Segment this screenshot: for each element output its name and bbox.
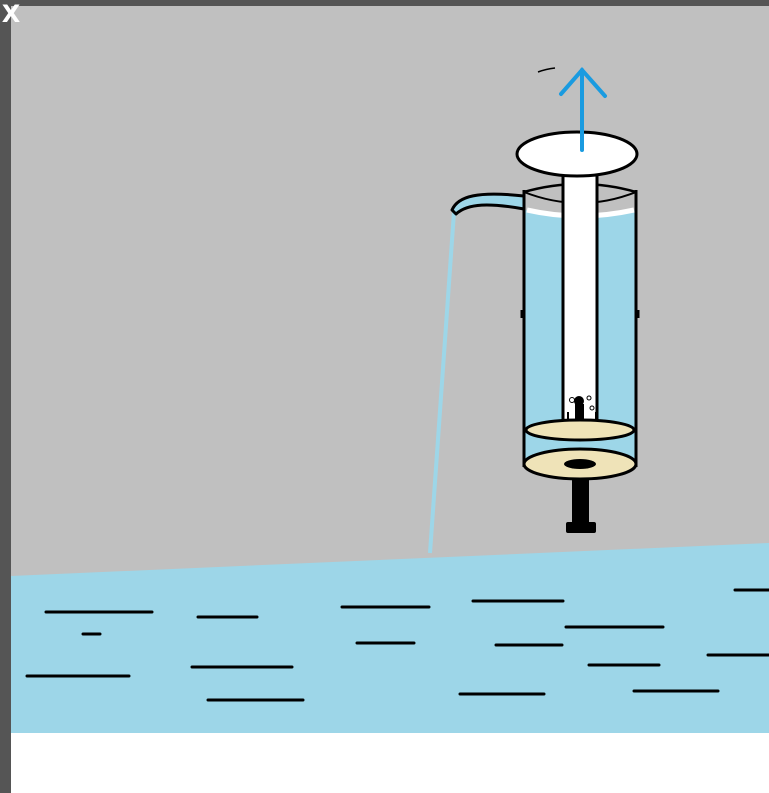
window-frame-left	[0, 0, 11, 793]
arrow-up-icon	[559, 66, 607, 152]
plunger-handle	[515, 130, 639, 178]
ground-white	[11, 733, 769, 793]
pump-illustration	[11, 6, 769, 793]
air-bubble	[569, 397, 575, 403]
water-ripples	[25, 588, 769, 702]
pond-water	[11, 543, 769, 733]
piston-rod	[561, 170, 599, 434]
water-stream	[428, 211, 456, 554]
piston-washer	[524, 418, 636, 442]
inlet-pipe	[572, 479, 589, 531]
x-icon: X	[1, 0, 21, 28]
close-button[interactable]: X	[0, 0, 22, 28]
window-frame-top	[0, 0, 769, 6]
